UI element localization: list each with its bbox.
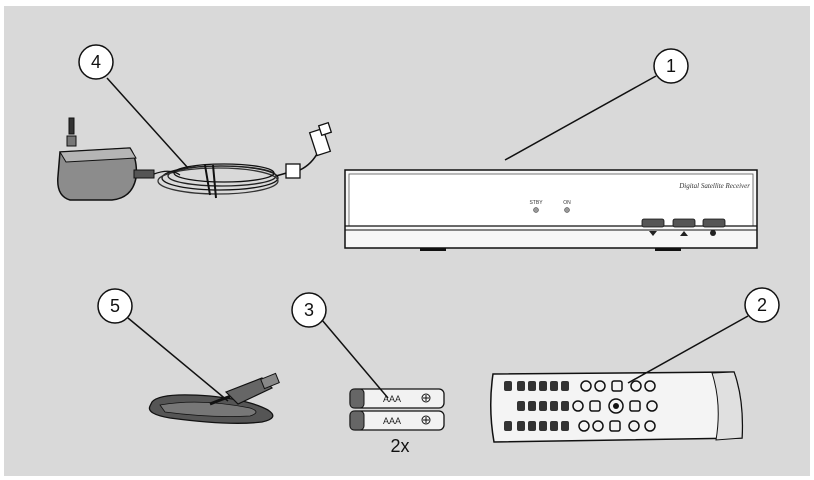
car-adapter-cable: [148, 372, 280, 424]
callout-2: 2: [744, 287, 780, 323]
remote-button-row-2: [517, 398, 658, 414]
adapter-strain-relief: [133, 169, 155, 179]
callout-3: 3: [291, 292, 327, 328]
battery-top-minus-cap: [349, 388, 365, 409]
callout-1: 1: [653, 48, 689, 84]
receiver: Digital Satellite Receiver STBY ON: [344, 169, 758, 251]
callout-2-number: 2: [757, 295, 767, 315]
cable-tie: [204, 164, 217, 199]
receiver-model-text: Digital Satellite Receiver: [678, 182, 750, 190]
receiver-front-panel: [348, 173, 754, 227]
car-plug-tip: [260, 372, 280, 390]
leader-line-5: [127, 317, 229, 402]
car-cable-coil-inner: [159, 401, 257, 417]
stby-label: STBY: [529, 200, 543, 206]
adapter-top-face: [59, 147, 137, 163]
front-button-down: [641, 218, 665, 228]
callout-4: 4: [78, 44, 114, 80]
callout-5-number: 5: [110, 296, 120, 316]
car-plug-body: [224, 377, 274, 405]
cable-coil-3: [157, 167, 279, 195]
front-button-up: [672, 218, 696, 228]
stby-led: [533, 207, 539, 213]
remote-button-row-3: [504, 420, 656, 432]
batteries: AAA AAA 2x: [349, 388, 445, 456]
remote-control: [489, 371, 744, 443]
cable-segment: [153, 170, 181, 176]
adapter-prong: [68, 117, 75, 135]
callout-1-number: 1: [666, 56, 676, 76]
on-led: [564, 207, 570, 213]
battery-top-plus-icon: [421, 393, 431, 403]
battery-bottom-label: AAA: [383, 416, 401, 426]
battery-bottom-plus-icon: [421, 415, 431, 425]
ferrite-bead: [285, 163, 301, 179]
receiver-foot-left: [420, 248, 446, 251]
leader-line-4: [106, 77, 189, 169]
remote-button-row-1: [504, 380, 656, 392]
leader-line-2: [627, 315, 749, 384]
battery-top-label: AAA: [383, 394, 401, 404]
on-label: ON: [563, 200, 571, 206]
dc-plug-tip: [317, 121, 333, 137]
adapter-prong-base: [66, 135, 77, 147]
receiver-foot-right: [655, 248, 681, 251]
battery-quantity: 2x: [390, 436, 409, 456]
leader-line-3: [321, 319, 389, 399]
callout-4-number: 4: [91, 52, 101, 72]
battery-bottom-minus-cap: [349, 410, 365, 431]
arrow-up-icon: [680, 231, 688, 236]
power-dot-icon: [710, 230, 716, 236]
dc-plug: [308, 127, 332, 157]
front-button-power: [702, 218, 726, 228]
callout-3-number: 3: [304, 300, 314, 320]
arrow-down-icon: [649, 231, 657, 236]
callout-5: 5: [97, 288, 133, 324]
cable-coil-4: [173, 163, 275, 183]
remote-end-cap: [711, 371, 743, 441]
power-adapter: [57, 117, 333, 201]
leader-line-1: [504, 75, 657, 161]
